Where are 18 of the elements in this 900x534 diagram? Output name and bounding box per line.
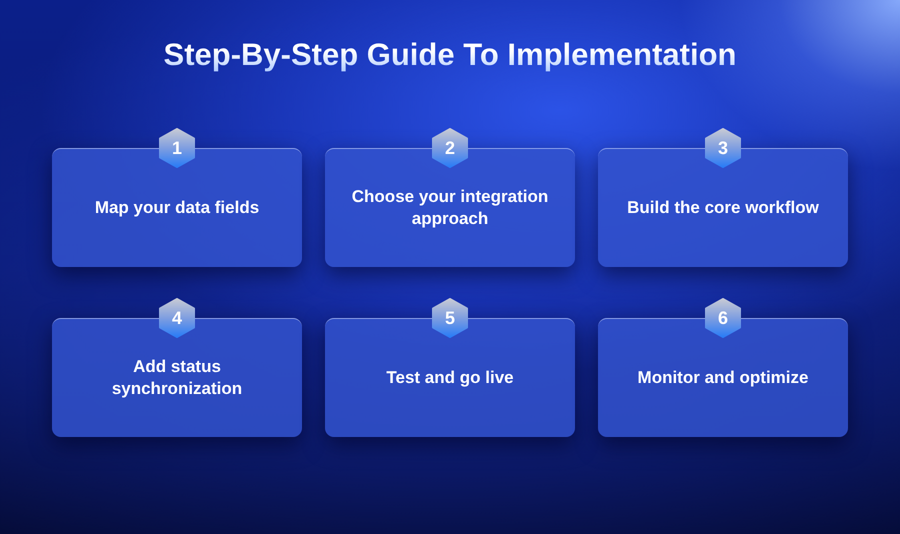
step-number: 4 bbox=[172, 308, 182, 328]
hexagon-badge bbox=[159, 128, 195, 168]
step-title: Choose your integration approach bbox=[350, 186, 550, 230]
step-number: 1 bbox=[172, 138, 182, 158]
step-number: 2 bbox=[444, 138, 455, 158]
hexagon-badge bbox=[705, 128, 741, 168]
step-title: Test and go live bbox=[386, 367, 514, 389]
step-number: 5 bbox=[444, 308, 455, 328]
hexagon-badge bbox=[432, 298, 468, 338]
step-number: 3 bbox=[718, 138, 728, 158]
hexagon-badge bbox=[432, 128, 468, 168]
step-title: Monitor and optimize bbox=[638, 367, 808, 389]
step-title: Map your data fields bbox=[94, 197, 260, 219]
step-title: Add status synchronization bbox=[110, 356, 244, 400]
hexagon-badge bbox=[705, 298, 741, 338]
step-number: 6 bbox=[718, 308, 728, 328]
hexagon-badge bbox=[159, 298, 195, 338]
step-title: Build the core workflow bbox=[627, 197, 819, 219]
